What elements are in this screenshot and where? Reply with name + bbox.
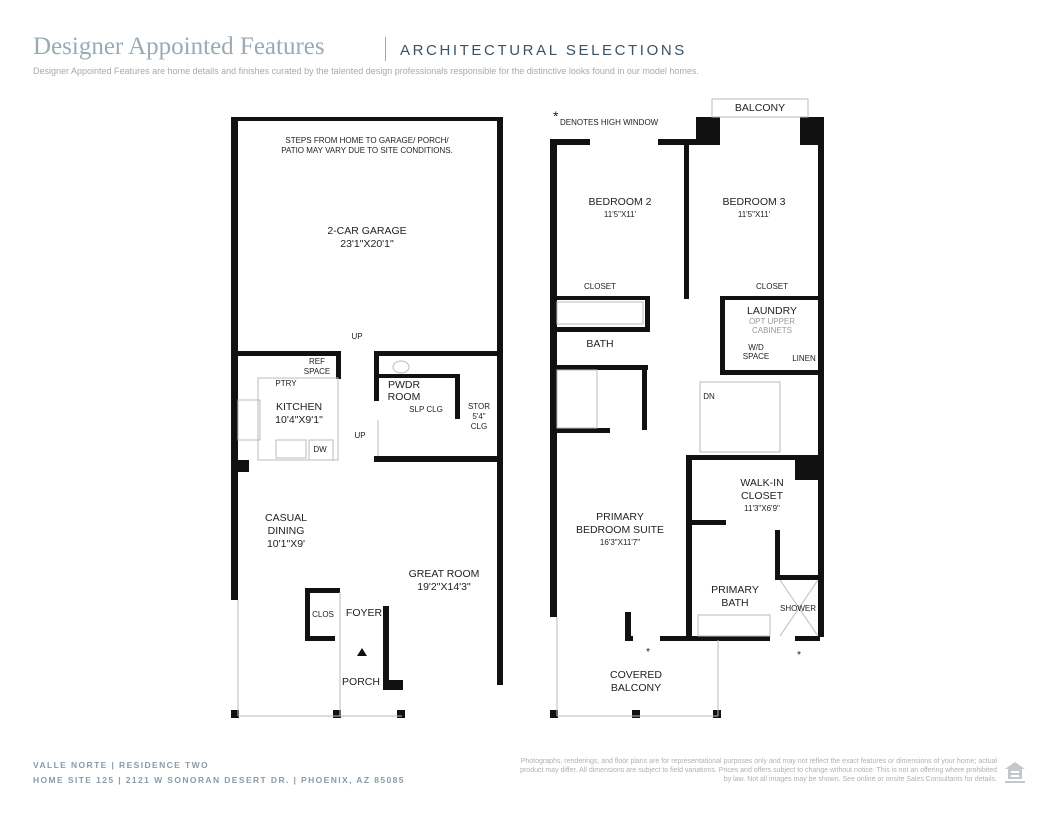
first-floor-walls (231, 117, 503, 718)
sloped-ceiling-label: SLP CLG (409, 405, 443, 414)
second-floor-walls (550, 117, 824, 718)
wd-space-label-2: SPACE (742, 352, 770, 361)
garage-label: 2-CAR GARAGE (327, 225, 407, 237)
ref-space-label-1: REF (309, 357, 325, 366)
wd-space-label-1: W/D (748, 343, 764, 352)
powder-room-label-2: ROOM (387, 391, 421, 403)
storage-label-3: CLG (470, 422, 488, 431)
bedroom-2-label: BEDROOM 2 (588, 196, 652, 208)
bedroom-3-size: 11'5"X11' (737, 210, 771, 219)
kitchen-size: 10'4"X9'1" (275, 414, 323, 426)
dishwasher-label: DW (313, 445, 327, 454)
equal-housing-icon (1005, 762, 1025, 783)
primary-bath-label-2: BATH (721, 597, 749, 609)
title-divider (385, 37, 386, 61)
closet-label: CLOS (312, 610, 334, 619)
high-window-marker-2: * (796, 649, 802, 661)
foyer-label: FOYER (345, 607, 383, 619)
high-window-note: DENOTES HIGH WINDOW (560, 118, 659, 127)
linen-label: LINEN (792, 354, 816, 363)
first-floor-fixtures (237, 360, 410, 717)
stairs-up-label: UP (351, 332, 363, 341)
storage-label-2: 5'4" (472, 412, 486, 421)
home-site-address: HOME SITE 125 | 2121 W SONORAN DESERT DR… (33, 775, 405, 785)
legal-disclaimer: Photographs, renderings, and floor plans… (520, 758, 997, 783)
laundry-option-1: OPT UPPER (748, 317, 796, 326)
great-room-size: 19'2"X14'3" (417, 581, 471, 593)
bath-label: BATH (586, 338, 614, 350)
walk-in-closet-label-2: CLOSET (740, 490, 784, 502)
garage-size: 23'1"X20'1" (340, 238, 394, 250)
bedroom-2-closet-label: CLOSET (583, 282, 617, 291)
casual-dining-size: 10'1"X9' (266, 538, 306, 550)
powder-room-label-1: PWDR (387, 379, 421, 391)
page-description: Designer Appointed Features are home det… (33, 66, 699, 76)
site-note-line-2: PATIO MAY VARY DUE TO SITE CONDITIONS. (281, 146, 453, 155)
laundry-option-2: CABINETS (751, 326, 793, 335)
ref-space-label-2: SPACE (303, 367, 331, 376)
page-subtitle: ARCHITECTURAL SELECTIONS (400, 42, 687, 59)
casual-dining-label-1: CASUAL (264, 512, 308, 524)
balcony-label: BALCONY (734, 102, 786, 114)
covered-balcony-label-2: BALCONY (610, 682, 662, 694)
porch-label: PORCH (342, 676, 380, 688)
second-floor-fixtures (556, 98, 819, 717)
great-room-label: GREAT ROOM (408, 568, 480, 580)
primary-suite-label-2: BEDROOM SUITE (575, 524, 665, 536)
shower-label: SHOWER (780, 604, 816, 613)
bedroom-3-label: BEDROOM 3 (722, 196, 786, 208)
storage-label-1: STOR (467, 402, 491, 411)
primary-suite-label-1: PRIMARY (596, 511, 644, 523)
site-note-line-1: STEPS FROM HOME TO GARAGE/ PORCH/ (285, 136, 449, 145)
kitchen-label: KITCHEN (275, 401, 323, 413)
pantry-label: PTRY (275, 379, 297, 388)
stairs-down-label: DN (703, 392, 715, 401)
primary-suite-size: 16'3"X11'7" (599, 538, 641, 547)
casual-dining-label-2: DINING (267, 525, 305, 537)
high-window-asterisk: * (553, 108, 559, 124)
walk-in-closet-size: 11'3"X6'9" (744, 504, 780, 513)
bedroom-2-size: 11'5"X11' (603, 210, 637, 219)
covered-balcony-label-1: COVERED (610, 669, 662, 681)
primary-bath-label-1: PRIMARY (711, 584, 759, 596)
laundry-label: LAUNDRY (747, 305, 797, 317)
community-residence: VALLE NORTE | RESIDENCE TWO (33, 760, 210, 770)
high-window-marker-1: * (645, 646, 651, 658)
stairs-up-label-2: UP (354, 431, 366, 440)
bedroom-3-closet-label: CLOSET (755, 282, 789, 291)
walk-in-closet-label-1: WALK-IN (740, 477, 784, 489)
page-title: Designer Appointed Features (33, 33, 325, 60)
